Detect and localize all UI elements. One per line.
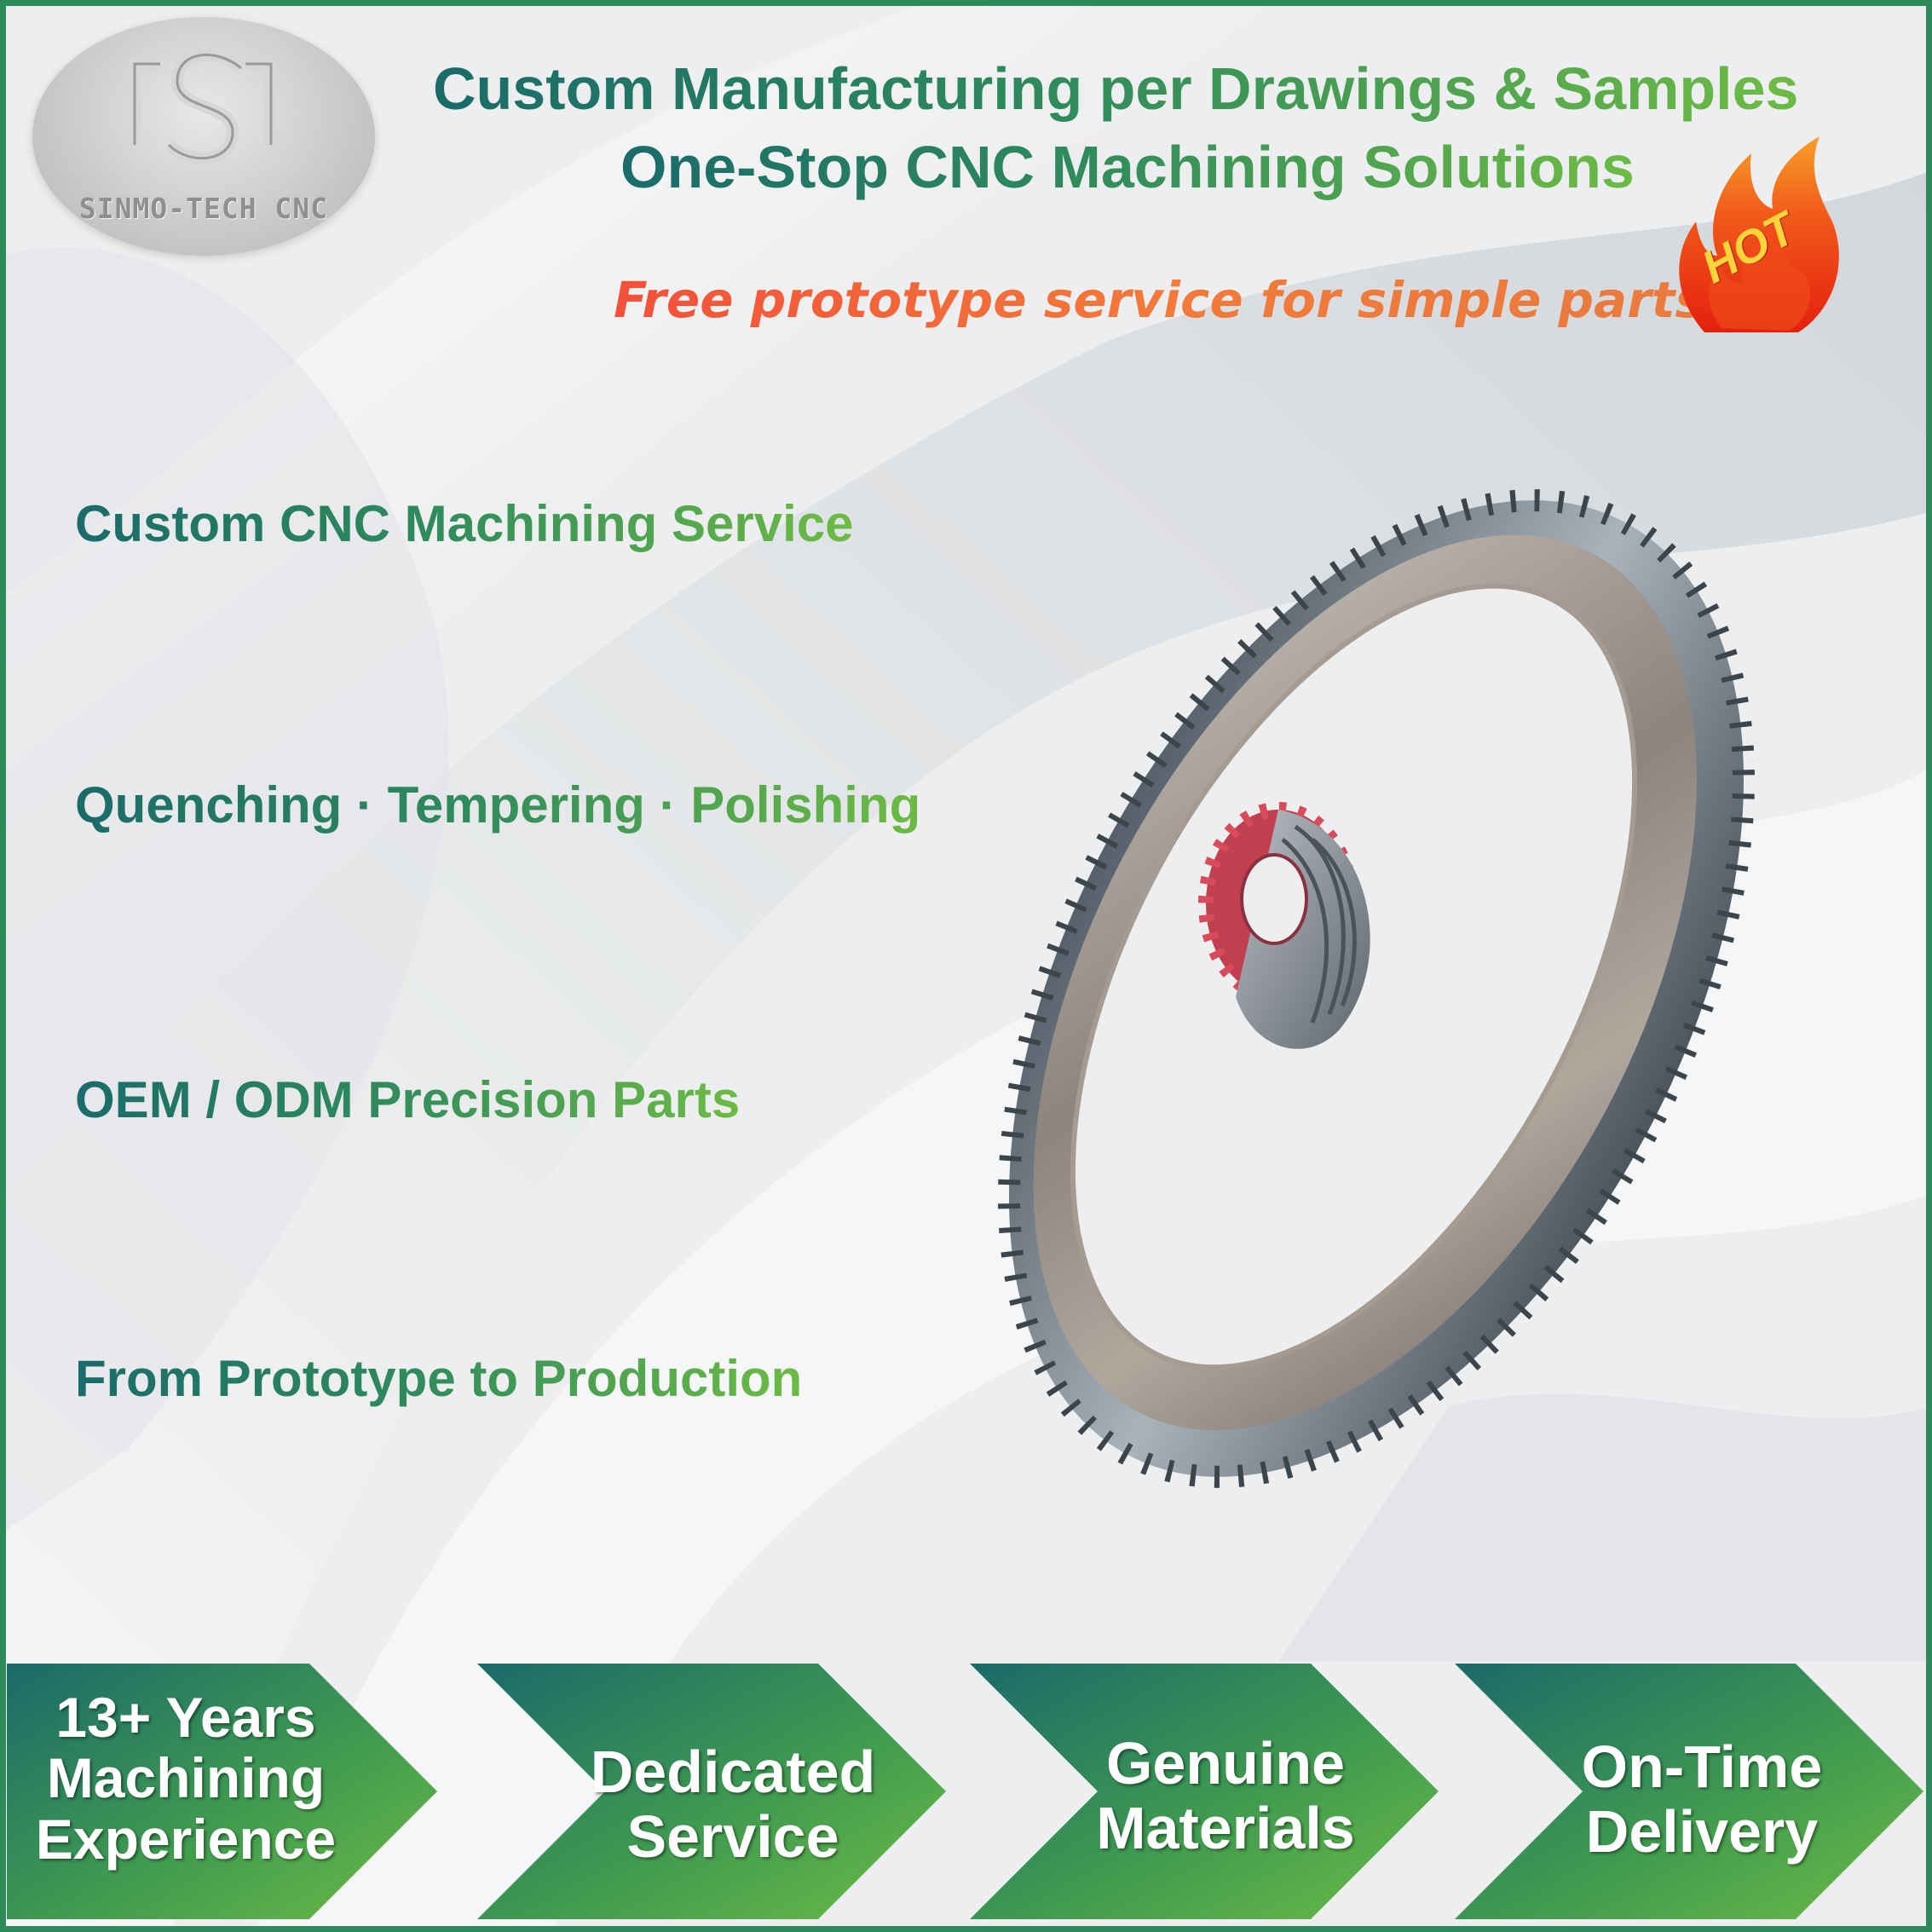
- banner-label-line1: Dedicated: [590, 1739, 876, 1805]
- arrow-shape: [477, 1664, 946, 1919]
- bevel-gear-image: [998, 489, 1755, 1488]
- banner-label-line2: Machining: [46, 1746, 326, 1810]
- feature-item: From Prototype to Production: [75, 1350, 803, 1407]
- feature-item: Quenching · Tempering · Polishing: [75, 776, 921, 833]
- banner-label-line1: Genuine: [1105, 1730, 1346, 1796]
- banner-label-line1: On-Time: [1581, 1733, 1823, 1800]
- feature-item: OEM / ODM Precision Parts: [75, 1071, 741, 1128]
- banner-label-line1: 13+ Years: [55, 1686, 316, 1749]
- banner-label-line2: Service: [626, 1802, 839, 1870]
- banner-item-materials: Genuine Materials: [970, 1664, 1443, 1919]
- arrow-shape: [1455, 1664, 1923, 1919]
- banner-label-line2: Delivery: [1585, 1797, 1819, 1865]
- feature-item: Custom CNC Machining Service: [75, 495, 854, 552]
- banner-label-line2: Materials: [1096, 1794, 1355, 1861]
- banner-item-delivery: On-Time Delivery: [1455, 1664, 1928, 1919]
- arrow-shape: [7, 1664, 437, 1919]
- arrow-shape: [970, 1664, 1439, 1919]
- promo-text: Free prototype service for simple parts: [614, 271, 1705, 329]
- logo-monogram-icon: [129, 49, 277, 164]
- banner-item-service: Dedicated Service: [477, 1664, 950, 1919]
- hot-flame-icon: [1679, 136, 1839, 332]
- logo-text: SINMO-TECH CNC: [78, 192, 329, 225]
- headline-secondary: One-Stop CNC Machining Solutions: [620, 134, 1635, 200]
- banner-item-experience: 13+ Years Machining Experience: [7, 1664, 441, 1919]
- banner-label-line3: Experience: [35, 1807, 337, 1871]
- company-logo: SINMO-TECH CNC: [32, 17, 375, 256]
- headline-primary: Custom Manufacturing per Drawings & Samp…: [433, 55, 1799, 122]
